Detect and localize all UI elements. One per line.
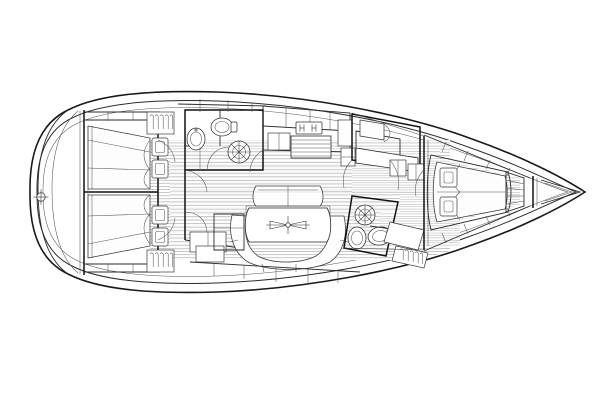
- companionway-steps: [290, 135, 332, 159]
- shower-drain-icon: [227, 140, 251, 164]
- stbd-head-forward-lockers: [383, 221, 429, 269]
- door-swing-arcs: [157, 139, 425, 241]
- transom-fitting-icon: [33, 189, 49, 205]
- saloon[interactable]: [177, 99, 361, 283]
- dining-table: [244, 207, 332, 243]
- anchor-locker: [532, 176, 582, 208]
- fwd-top-lockers: [423, 134, 531, 179]
- saloon-port-lockers: [189, 213, 245, 263]
- hanging-locker-starboard: [146, 249, 175, 273]
- toilet-icon: [210, 117, 238, 137]
- aft-cabin-starboard[interactable]: [87, 194, 169, 259]
- shower-drain-icon-2: [354, 204, 376, 226]
- nav-station[interactable]: [351, 113, 425, 191]
- fwd-cabin-end-lockers: [505, 171, 525, 213]
- fwd-bottom-lockers: [423, 205, 531, 252]
- hull-side-locker-strips: [87, 112, 425, 258]
- settee-backrest: [252, 185, 324, 207]
- washbasin-icon: [186, 127, 206, 151]
- aft-cabin-port[interactable]: [84, 112, 169, 272]
- hanging-locker-port: [146, 111, 175, 135]
- saloon-bottom-locker-row: [189, 261, 361, 283]
- stern-platform: [33, 109, 85, 275]
- cooker-icon: [295, 121, 323, 135]
- compass-rose-icon: [266, 216, 310, 234]
- toilet-icon-2: [347, 226, 367, 250]
- saloon-top-locker-row: [177, 99, 267, 112]
- forward-cabin[interactable]: [423, 134, 531, 252]
- head-aft-starboard[interactable]: [343, 195, 399, 257]
